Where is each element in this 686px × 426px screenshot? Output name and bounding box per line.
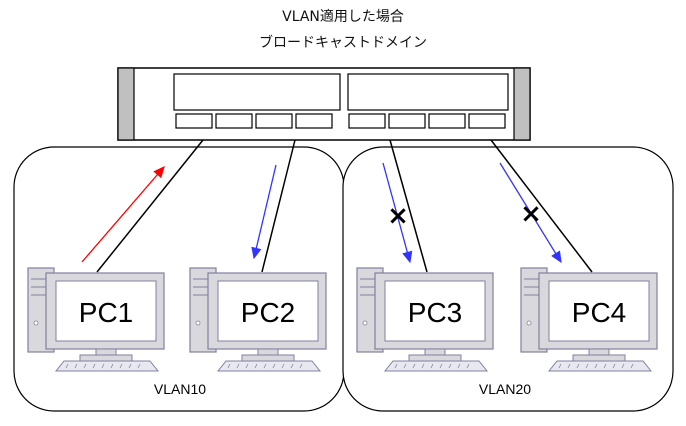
diagram-title-line1: VLAN適用した場合 [282, 9, 404, 25]
switch-port [468, 113, 506, 129]
switch-right-ear [513, 67, 531, 141]
monitor-screen [548, 280, 650, 342]
vlan10-label: VLAN10 [154, 381, 206, 397]
switch-panel-right [347, 73, 509, 111]
link-pc4 [490, 139, 593, 273]
switch-port [348, 113, 386, 129]
switch-port [295, 113, 333, 129]
link-pc2 [261, 139, 296, 273]
vlan20-label: VLAN20 [479, 381, 531, 397]
switch-port [255, 113, 293, 129]
switch-panel-left [173, 73, 341, 111]
blocked-arrow-to-pc3 [382, 162, 413, 264]
diagram-title-line2: ブロードキャストドメイン [259, 35, 427, 51]
switch-port [175, 113, 213, 129]
pc1-computer: PC1 [27, 267, 165, 372]
keyboard-icon [547, 360, 653, 372]
switch-port [428, 113, 466, 129]
monitor-screen [384, 280, 486, 342]
link-pc3 [389, 139, 428, 273]
pc-label: PC3 [408, 297, 462, 328]
blocked-marker-pc3: × [387, 201, 409, 231]
switch [117, 67, 531, 141]
switch-left-ear [117, 67, 135, 141]
pc2-computer: PC2 [189, 267, 327, 372]
blocked-arrow-to-pc4 [499, 162, 562, 264]
keyboard-icon [383, 360, 489, 372]
pc4-computer: PC4 [520, 267, 658, 372]
link-pc1 [96, 139, 204, 273]
switch-port [388, 113, 426, 129]
monitor-screen [55, 280, 157, 342]
pc3-computer: PC3 [356, 267, 494, 372]
switch-port [215, 113, 253, 129]
blocked-marker-pc4: × [520, 199, 542, 229]
pc-label: PC2 [241, 297, 295, 328]
frame-arrow-pc1-to-switch [81, 166, 165, 263]
pc-label: PC4 [572, 297, 626, 328]
keyboard-icon [54, 360, 160, 372]
pc-label: PC1 [79, 297, 133, 328]
keyboard-icon [216, 360, 322, 372]
broadcast-arrow-to-pc2 [251, 164, 277, 260]
monitor-screen [217, 280, 319, 342]
